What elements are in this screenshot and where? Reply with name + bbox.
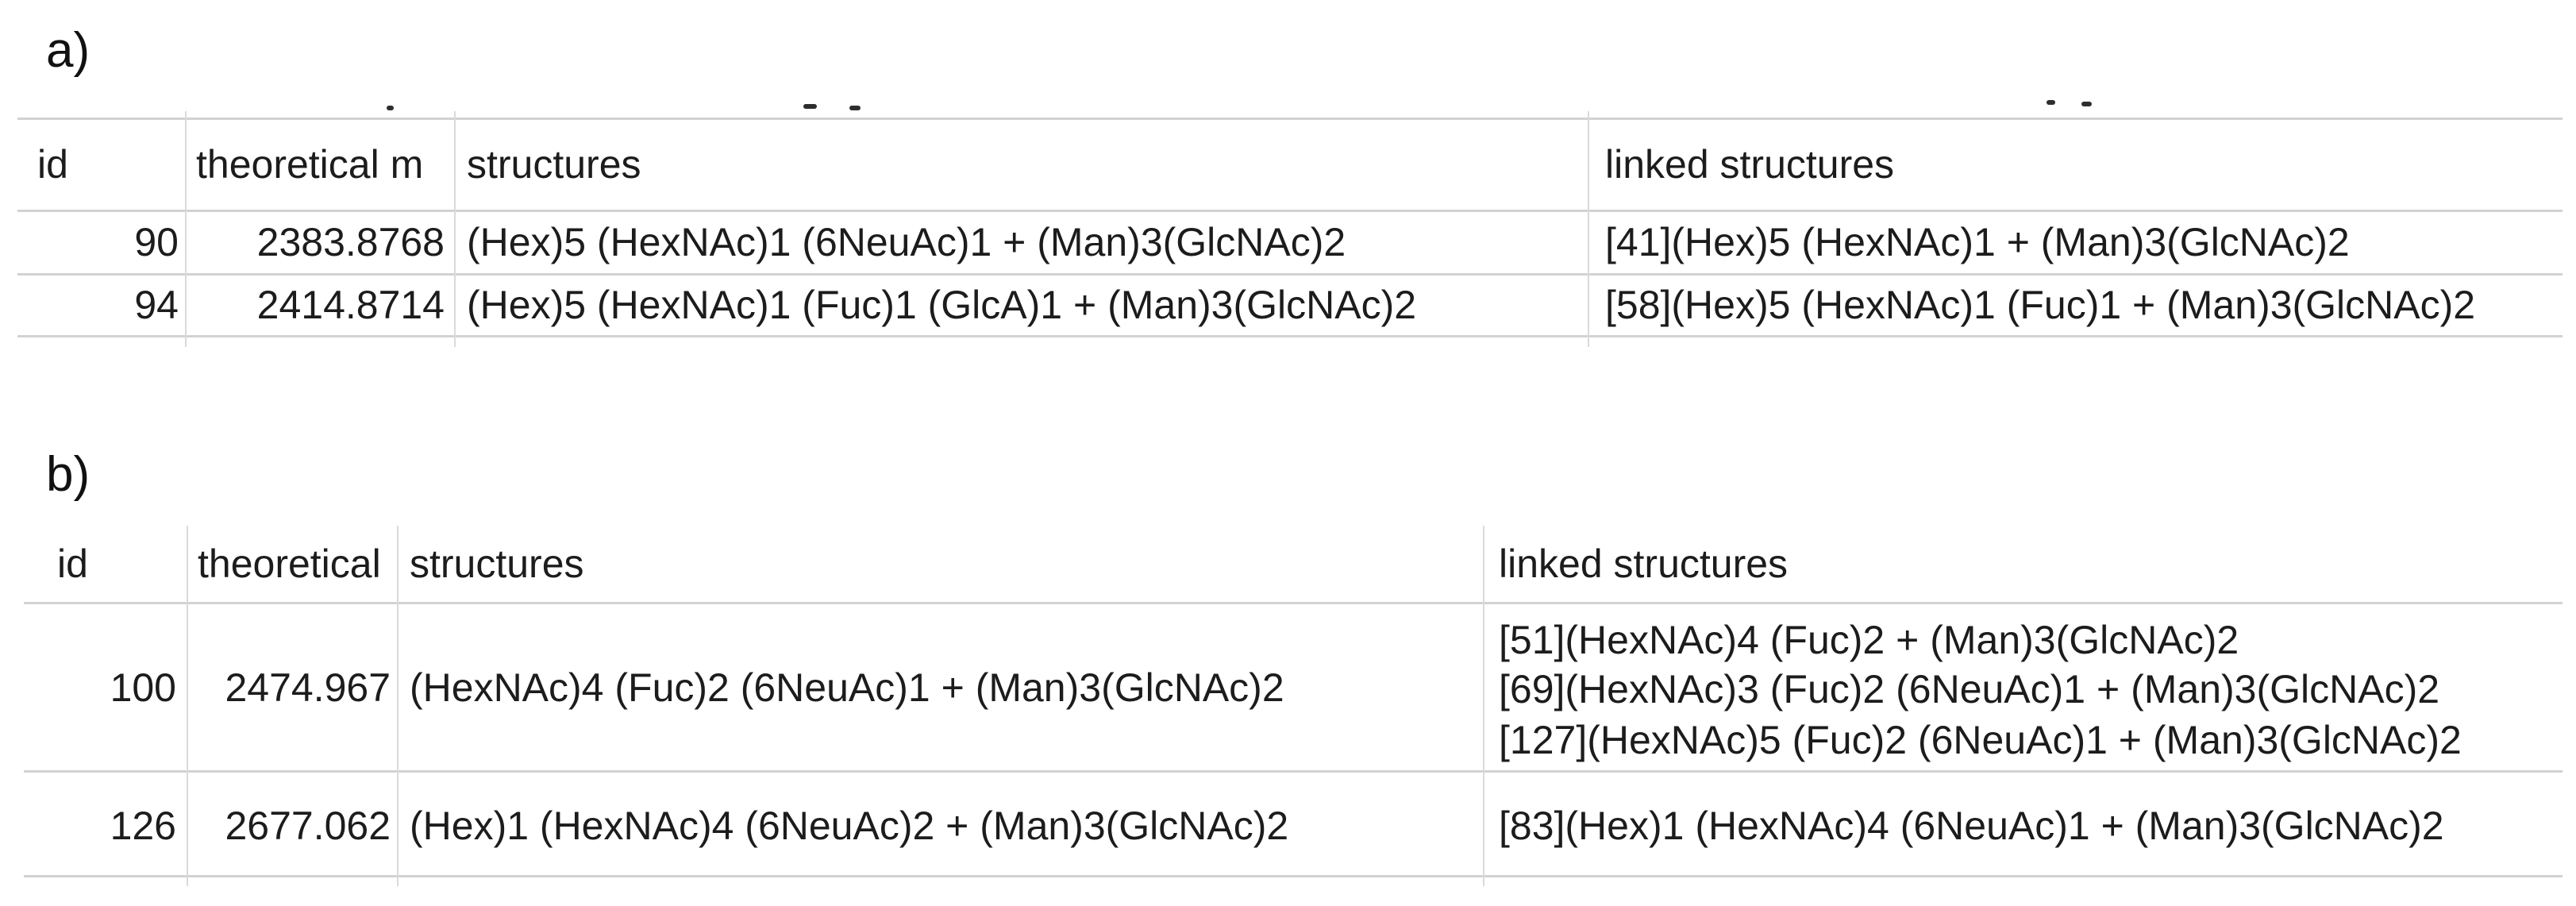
cell-theoretical-mass: 2677.062 [225, 804, 391, 848]
table-b-column-divider [1483, 526, 1484, 886]
table-b-bottom-gridline [24, 875, 2563, 877]
cell-linked-structures-line: [69](HexNAc)3 (Fuc)2 (6NeuAc)1 + (Man)3(… [1499, 667, 2440, 711]
truncated-text-fragment [803, 104, 817, 109]
table-b-column-divider [397, 526, 399, 886]
table-b-header-theoretical: theoretical [198, 544, 381, 584]
cell-linked-structures: [83](Hex)1 (HexNAc)4 (6NeuAc)1 + (Man)3(… [1499, 804, 2444, 848]
cell-structures: (Hex)5 (HexNAc)1 (6NeuAc)1 + (Man)3(GlcN… [467, 220, 1346, 264]
cell-theoretical-mass: 2474.967 [225, 665, 391, 710]
truncated-text-fragment [849, 106, 861, 110]
table-a-bottom-gridline [17, 335, 2563, 337]
table-b-header-gridline [24, 602, 2563, 604]
table-b-row-gridline [24, 770, 2563, 773]
cell-linked-structures: [58](Hex)5 (HexNAc)1 (Fuc)1 + (Man)3(Glc… [1605, 283, 2476, 327]
cell-linked-structures-line: [51](HexNAc)4 (Fuc)2 + (Man)3(GlcNAc)2 [1499, 618, 2239, 662]
table-a-header-id: id [37, 142, 68, 187]
table-b-header-linked-structures: linked structures [1499, 542, 1789, 586]
cell-id: 90 [134, 220, 179, 264]
panel-a-label: a) [46, 23, 90, 78]
cell-linked-structures-line: [127](HexNAc)5 (Fuc)2 (6NeuAc)1 + (Man)3… [1499, 718, 2462, 762]
table-b-header-structures: structures [410, 542, 584, 586]
table-a-header-theoretical: theoretical m [196, 145, 424, 184]
table-a-top-gridline [17, 118, 2563, 120]
table-b-column-divider [187, 526, 188, 886]
cell-theoretical-mass: 2383.8768 [256, 220, 445, 264]
truncated-text-fragment [2081, 102, 2092, 106]
cell-linked-structures: [41](Hex)5 (HexNAc)1 + (Man)3(GlcNAc)2 [1605, 220, 2350, 264]
table-a-column-divider [185, 111, 187, 347]
table-a-header-gridline [17, 210, 2563, 212]
table-a-header-linked-structures: linked structures [1605, 142, 1895, 187]
table-a-row-gridline [17, 273, 2563, 276]
cell-structures: (Hex)5 (HexNAc)1 (Fuc)1 (GlcA)1 + (Man)3… [467, 283, 1417, 327]
truncated-text-fragment [387, 106, 394, 110]
panel-b-label: b) [46, 447, 90, 502]
cell-id: 94 [134, 283, 179, 327]
table-a-column-divider [1588, 111, 1589, 347]
cell-theoretical-mass: 2414.8714 [256, 283, 445, 327]
cell-structures: (Hex)1 (HexNAc)4 (6NeuAc)2 + (Man)3(GlcN… [410, 804, 1289, 848]
table-a-column-divider [454, 111, 456, 347]
cell-id: 100 [110, 665, 176, 710]
table-a-header-structures: structures [467, 142, 641, 187]
cell-structures: (HexNAc)4 (Fuc)2 (6NeuAc)1 + (Man)3(GlcN… [410, 665, 1284, 710]
truncated-text-fragment [2047, 100, 2055, 105]
table-b-header-id: id [57, 542, 88, 586]
cell-id: 126 [110, 804, 176, 848]
